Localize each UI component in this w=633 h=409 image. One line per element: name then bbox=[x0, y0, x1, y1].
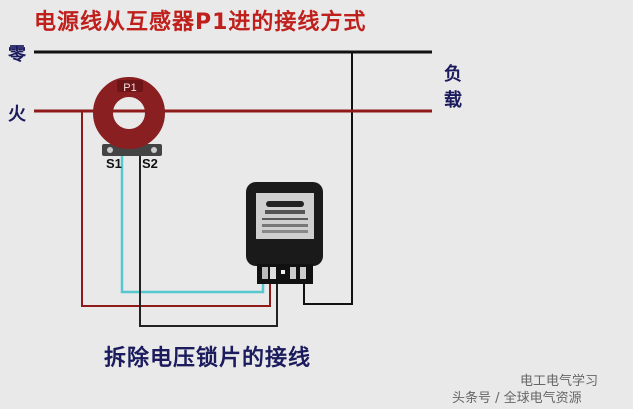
neutral-label: 零 bbox=[8, 44, 26, 65]
diagram-caption: 拆除电压锁片的接线 bbox=[104, 346, 312, 371]
watermark-line2: 头条号 / 全球电气资源 bbox=[452, 391, 582, 406]
ct-p1-label: P1 bbox=[123, 82, 136, 94]
load-label-1: 负 bbox=[444, 64, 462, 85]
live-to-meter-wire bbox=[81, 111, 271, 307]
load-label-2: 载 bbox=[444, 90, 462, 111]
current-transformer bbox=[93, 77, 165, 149]
diagram-title: 电源线从互感器P1进的接线方式 bbox=[34, 10, 367, 35]
s1-wire bbox=[120, 152, 265, 294]
watermark-line1: 电工电气学习 bbox=[520, 374, 599, 389]
ct-terminal-plate bbox=[102, 144, 162, 156]
live-label: 火 bbox=[8, 104, 26, 125]
neutral-to-meter-wire bbox=[303, 52, 353, 305]
ct-s1-label: S1 bbox=[106, 156, 122, 171]
ct-s2-label: S2 bbox=[142, 156, 158, 171]
s2-wire bbox=[139, 152, 278, 327]
